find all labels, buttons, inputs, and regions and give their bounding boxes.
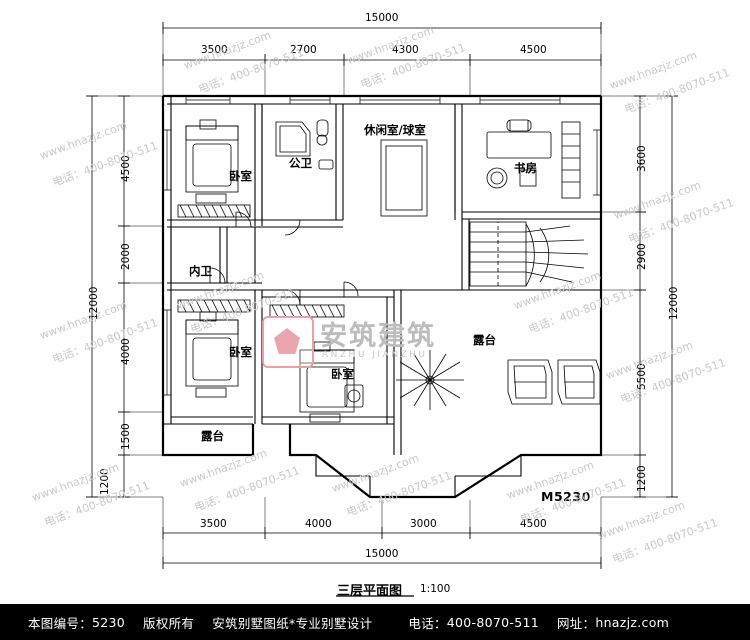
footer-company: 安筑别墅图纸*专业别墅设计 [212, 615, 373, 631]
room-label-terrace-right: 露台 [473, 333, 496, 347]
floor-plan-drawing [86, 22, 678, 597]
footer-bar: 本图编号： 5230 版权所有 安筑别墅图纸*专业别墅设计 电话： 400-80… [0, 604, 750, 640]
dimension-overall-left: 12000 [88, 286, 100, 320]
dimension-top-3: 4300 [392, 44, 419, 56]
plan-code: M5230 [541, 489, 591, 504]
dimension-bottom-2: 4000 [305, 518, 332, 530]
dimension-right-4: 1200 [636, 465, 648, 492]
footer-code-label: 本图编号： [28, 615, 93, 631]
drawing-title: 三层平面图 [337, 584, 403, 599]
footer-site-value: hnazjz.com [595, 614, 670, 630]
dimension-left-1: 4500 [120, 155, 132, 182]
dimension-left-4: 1500 [120, 423, 132, 450]
room-label-terrace-left: 露台 [201, 429, 224, 443]
dimension-right-1: 3600 [636, 145, 648, 172]
room-label-public-bathroom: 公卫 [289, 156, 312, 170]
dimension-overall-right: 12000 [668, 286, 680, 320]
room-label-bedroom-bottom-middle: 卧室 [331, 367, 354, 381]
footer-copyright: 版权所有 [143, 615, 195, 631]
footer-phone-label: 电话： [408, 615, 447, 631]
dimension-top-4: 4500 [520, 44, 547, 56]
room-label-leisure-billiards: 休闲室/球室 [364, 123, 426, 137]
dimension-top-1: 3500 [201, 44, 228, 56]
dimension-top-2: 2700 [290, 44, 317, 56]
footer-phone-value: 400-8070-511 [446, 614, 539, 630]
footer-site-label: 网址： [556, 615, 596, 631]
dimension-bottom-4: 4500 [520, 518, 547, 530]
room-label-study: 书房 [514, 161, 537, 175]
dimension-left-2: 2000 [120, 243, 132, 270]
dimension-left-3: 4000 [120, 338, 132, 365]
room-label-bedroom-bottom-left: 卧室 [229, 345, 252, 359]
room-label-inner-bathroom: 内卫 [189, 264, 212, 278]
drawing-scale: 1:100 [420, 583, 451, 595]
dimension-bottom-1: 3500 [200, 518, 227, 530]
footer-code-value: 5230 [92, 614, 126, 630]
dimension-right-2: 2900 [636, 243, 648, 270]
dimension-right-3: 5500 [636, 363, 648, 390]
dimension-left-5: 1200 [99, 468, 111, 495]
dimension-overall-bottom: 15000 [365, 548, 399, 560]
dimension-bottom-3: 3000 [410, 518, 437, 530]
room-label-bedroom-top-left: 卧室 [229, 169, 252, 183]
dimension-overall-top: 15000 [365, 12, 399, 24]
